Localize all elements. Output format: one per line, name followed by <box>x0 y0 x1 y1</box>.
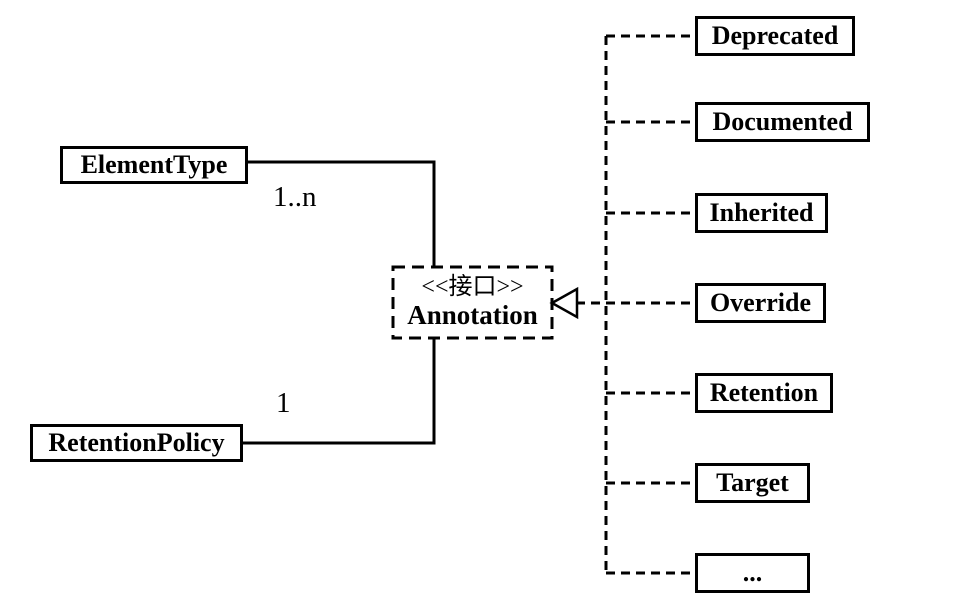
node-elementtype-label: ElementType <box>80 150 228 179</box>
node-deprecated: Deprecated <box>695 16 855 56</box>
multiplicity-label-elementtype: 1..n <box>273 181 317 213</box>
annotation-stereotype-label: <<接口>> <box>421 274 524 301</box>
node-documented-label: Documented <box>712 107 853 136</box>
node-elementtype: ElementType <box>60 146 248 184</box>
realization-arrowhead-icon <box>549 286 579 320</box>
node-target: Target <box>695 463 810 503</box>
association-retentionpolicy-annotation-line <box>243 338 436 445</box>
node-retentionpolicy-label: RetentionPolicy <box>48 428 225 457</box>
node-retention: Retention <box>695 373 833 413</box>
multiplicity-label-retentionpolicy: 1 <box>276 387 291 419</box>
annotation-name-label: Annotation <box>407 299 538 330</box>
node-override: Override <box>695 283 826 323</box>
node-deprecated-label: Deprecated <box>711 21 839 50</box>
node-annotation: <<接口>> Annotation <box>393 267 552 338</box>
node-ellipsis-label: ... <box>742 558 763 587</box>
node-inherited: Inherited <box>695 193 828 233</box>
node-inherited-label: Inherited <box>709 198 814 227</box>
node-target-label: Target <box>716 468 789 497</box>
node-ellipsis: ... <box>695 553 810 593</box>
node-retentionpolicy: RetentionPolicy <box>30 424 243 462</box>
association-elementtype-annotation-line <box>248 160 436 267</box>
node-retention-label: Retention <box>709 378 819 407</box>
node-documented: Documented <box>695 102 870 142</box>
node-override-label: Override <box>709 288 812 317</box>
